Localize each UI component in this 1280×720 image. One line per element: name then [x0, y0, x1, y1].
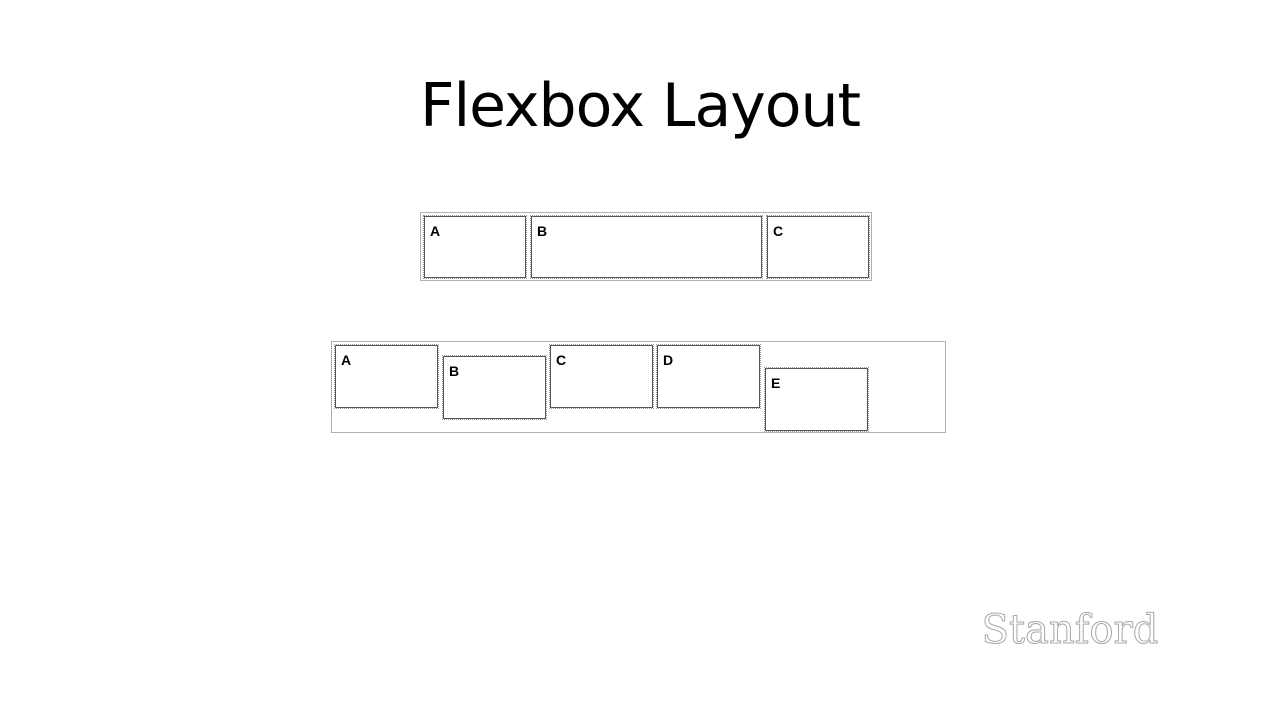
flex-item-label: D: [663, 352, 674, 368]
flex-item-label: C: [556, 352, 567, 368]
flex-container-row-1: A B C: [420, 212, 872, 281]
flex-item-label: E: [771, 375, 781, 391]
flex-item-a: A: [423, 215, 527, 279]
flex-item-e: E: [764, 367, 869, 432]
flex-item-label: A: [430, 223, 441, 239]
slide-title: Flexbox Layout: [419, 71, 861, 141]
flex-item-c: C: [549, 344, 654, 409]
flex-item-b: B: [530, 215, 763, 279]
flex-item-label: C: [773, 223, 784, 239]
flex-item-d: D: [656, 344, 761, 409]
flex-item-label: B: [537, 223, 548, 239]
flex-item-label: B: [449, 363, 460, 379]
flex-item-label: A: [341, 352, 352, 368]
flex-container-row-2: A B C D E: [331, 341, 946, 433]
stanford-logo: Stanford: [981, 607, 1159, 654]
flex-item-b: B: [442, 355, 547, 420]
flex-item-a: A: [334, 344, 439, 409]
flex-item-c: C: [766, 215, 870, 279]
